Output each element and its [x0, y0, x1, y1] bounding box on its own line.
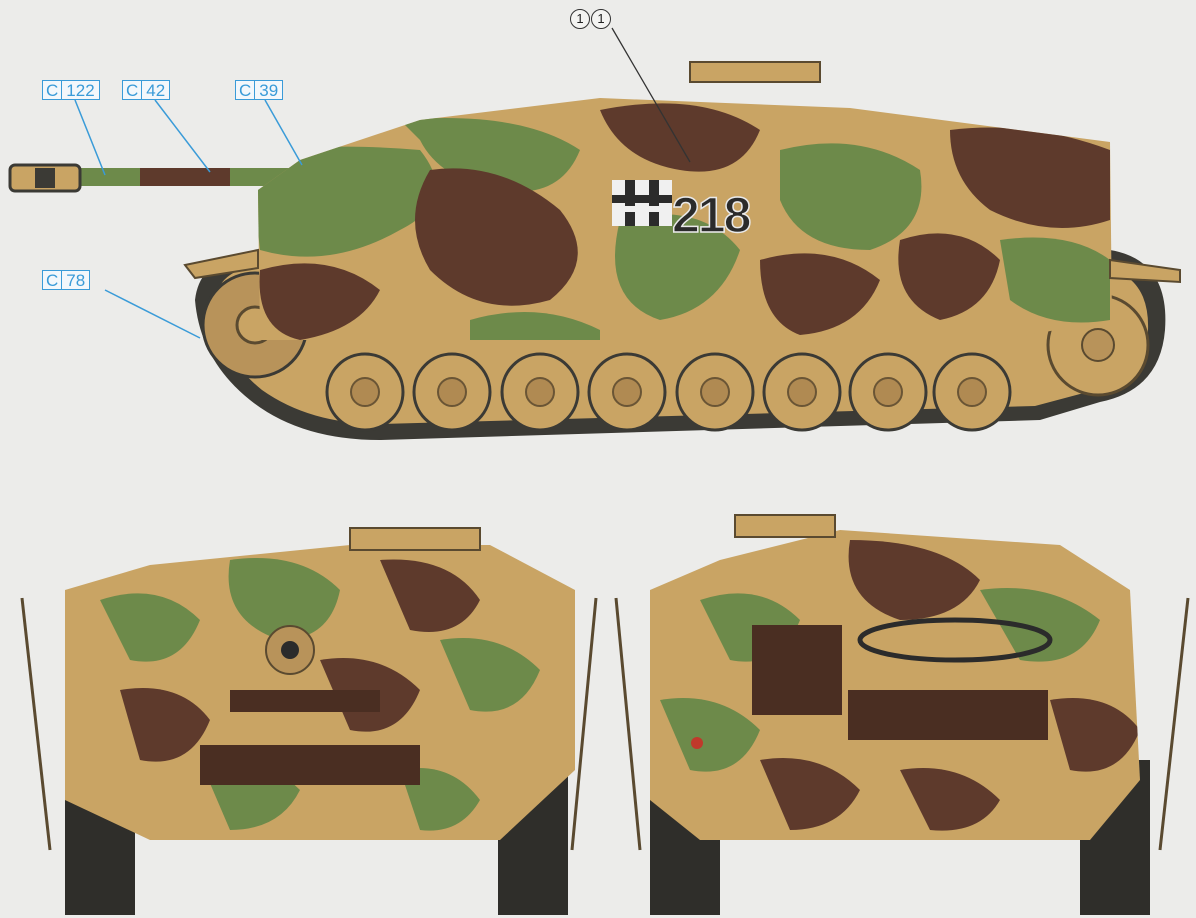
callout-letter: C	[236, 81, 256, 100]
callout-number: 39	[259, 81, 279, 100]
callout-leaders	[74, 99, 303, 339]
rear-view	[614, 514, 1190, 915]
callout-number: 42	[146, 81, 166, 100]
callout-color-c122: C 122	[42, 80, 100, 100]
gun-barrel	[8, 163, 290, 193]
callout-letter: C	[123, 81, 143, 100]
callout-number: 78	[66, 271, 86, 290]
callout-color-c42: C 42	[122, 80, 171, 100]
marking-reference: 1 1	[570, 9, 611, 29]
callout-color-c39: C 39	[235, 80, 284, 100]
callout-color-c78: C 78	[42, 270, 91, 290]
balkenkreuz-marking	[612, 180, 672, 226]
tow-cable	[857, 617, 1053, 663]
marking-ref-digit: 1	[570, 9, 590, 29]
callout-number: 122	[66, 81, 95, 100]
spare-track-links	[200, 745, 420, 785]
rear-track-links	[752, 625, 842, 715]
rear-muffler	[848, 690, 1048, 740]
side-view: 218	[8, 61, 1181, 440]
tail-light	[691, 737, 703, 749]
callout-letter: C	[43, 81, 63, 100]
callout-letter: C	[43, 271, 63, 290]
tactical-number: 218	[672, 187, 751, 243]
front-view	[20, 527, 598, 915]
marking-leader	[611, 27, 691, 163]
marking-ref-digit: 1	[591, 9, 611, 29]
